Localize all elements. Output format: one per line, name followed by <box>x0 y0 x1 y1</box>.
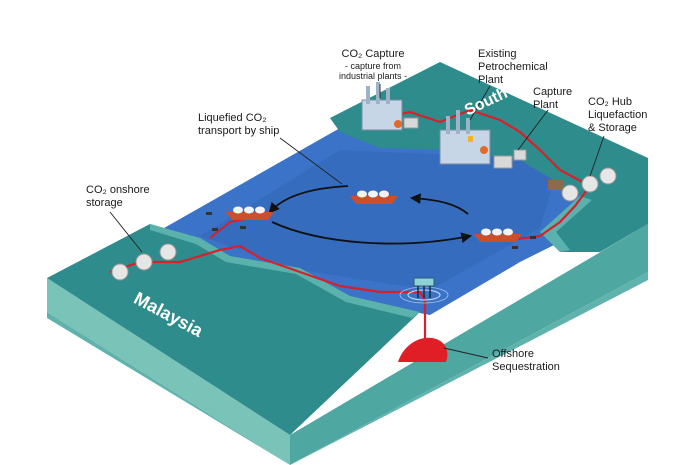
offshore-platform <box>399 277 449 304</box>
ship-route-arrow-to-korea <box>271 221 473 245</box>
offshore-sequestration-label: Offshore Sequestration <box>492 348 560 374</box>
industrial-plant-left <box>361 82 419 131</box>
capture-plant-label: Capture Plant <box>533 86 572 112</box>
ship-left <box>226 206 274 220</box>
co2-capture-label: CO₂ Capture - capture from industrial pl… <box>318 48 428 81</box>
co2-capture-title: CO₂ Capture <box>341 48 405 60</box>
existing-line1: Existing <box>478 48 517 60</box>
offshore-line1: Offshore <box>492 348 534 360</box>
block-front-face <box>47 278 290 465</box>
capture-plant <box>493 149 527 169</box>
onshore-storage-tanks <box>111 243 177 281</box>
hub-line2: Liquefaction <box>588 109 648 121</box>
capture-line1: Capture <box>533 86 573 98</box>
malaysia-coast <box>150 224 420 318</box>
onshore-storage-label: CO₂ onshore storage <box>86 184 150 210</box>
co2-capture-sub2: industrial plants - <box>338 71 408 81</box>
existing-plant-label: Existing Petrochemical Plant <box>478 48 548 87</box>
ship-center <box>350 190 398 204</box>
existing-line2: Petrochemical <box>478 61 548 73</box>
sea-deep-tone <box>200 150 560 290</box>
co2-capture-sub1: - capture from <box>344 61 402 71</box>
capture-line2: Plant <box>533 99 559 111</box>
existing-line3: Plant <box>478 74 504 86</box>
tugboats <box>206 212 536 249</box>
ship-route-arrow-from-korea <box>409 193 469 215</box>
hub-line3: & Storage <box>588 122 637 134</box>
ship-transport-label: Liquefied CO₂ transport by ship <box>198 112 279 138</box>
ship-line1: Liquefied CO₂ <box>198 112 267 124</box>
leader-lines <box>109 84 605 359</box>
pipeline-malaysia <box>109 244 427 345</box>
ship-right <box>474 228 522 242</box>
pipeline-south-korea <box>379 108 592 242</box>
sequestration-reservoir <box>398 337 448 362</box>
malaysia-land <box>47 224 420 435</box>
hub-line1: CO₂ Hub <box>588 96 633 108</box>
ship-line2: transport by ship <box>198 125 280 137</box>
south-korea-land <box>330 62 648 252</box>
co2-hub-label: CO₂ Hub Liquefaction & Storage <box>588 96 647 135</box>
south-korea-coast <box>540 196 592 252</box>
hub-storage-tanks <box>548 167 617 202</box>
onshore-line1: CO₂ onshore <box>86 184 150 196</box>
ship-route-arrow-to-malaysia <box>268 185 349 214</box>
offshore-line2: Sequestration <box>492 361 560 373</box>
block-side-face <box>290 224 648 465</box>
onshore-line2: storage <box>86 197 123 209</box>
petrochemical-plant <box>439 110 491 165</box>
